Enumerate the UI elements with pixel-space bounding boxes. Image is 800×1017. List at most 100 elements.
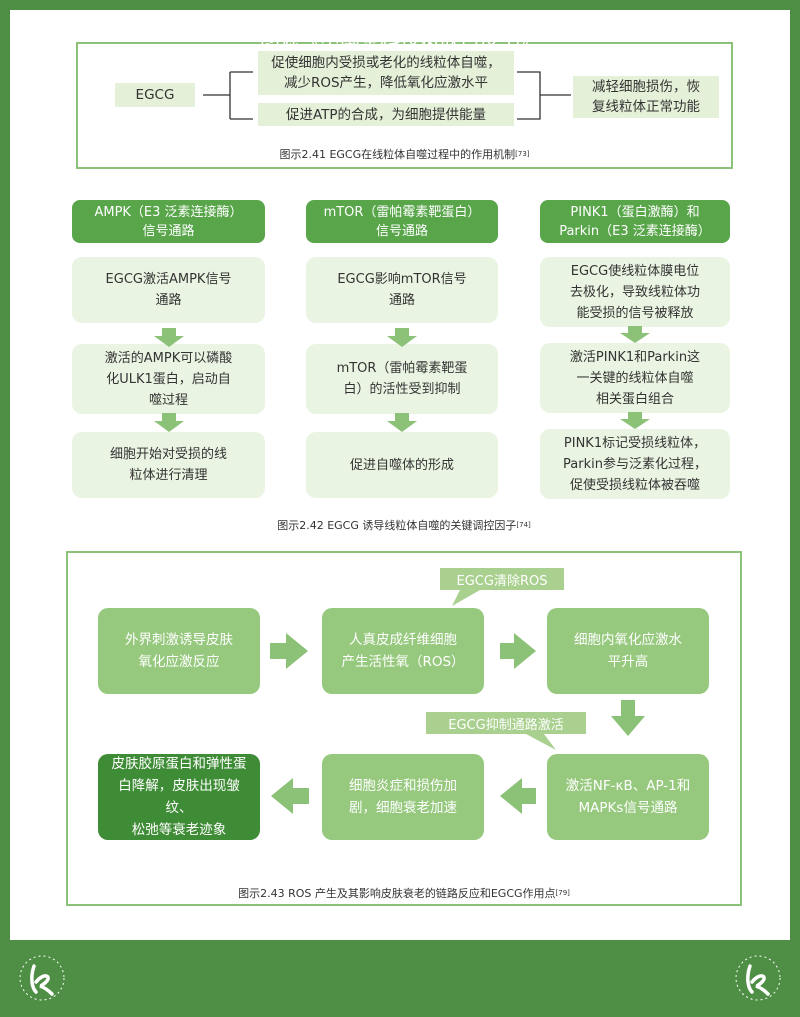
flow-line: 氧化应激反应	[138, 654, 220, 670]
step-line: PINK1标记受损线粒体，	[563, 435, 707, 451]
down-arrow-icon	[611, 700, 645, 736]
ampk-step-2: 激活的AMPK可以磷酸 化ULK1蛋白，启动自 噬过程	[72, 344, 265, 414]
callout-mid-shape	[426, 712, 586, 750]
down-arrow-icon	[620, 412, 650, 429]
down-arrow-icon	[387, 413, 417, 432]
fig42-caption-text: 图示2.42 EGCG 诱导线粒体自噬的关键调控因子	[277, 519, 517, 532]
flow-line: 激活NF-κB、AP-1和	[565, 778, 691, 794]
step-line: 去极化，导致线粒体功	[569, 284, 700, 300]
flow-box-oxidative-stress: 细胞内氧化应激水 平升高	[547, 608, 709, 694]
col-header-line2: 信号通路	[375, 223, 428, 239]
flow-line: 松弛等衰老迹象	[131, 822, 227, 838]
down-arrow-icon	[154, 413, 184, 432]
flow-box-skin-aging: 皮肤胶原蛋白和弹性蛋 白降解，皮肤出现皱纹、 松弛等衰老迹象	[98, 754, 260, 840]
result-box: 减轻细胞损伤，恢 复线粒体正常功能	[573, 76, 719, 118]
step-line: 细胞开始对受损的线	[109, 447, 227, 462]
flow-line: 剧，细胞衰老加速	[349, 800, 457, 816]
flow-line: 皮肤胶原蛋白和弹性蛋	[111, 756, 247, 772]
fig43-caption-text: 图示2.43 ROS 产生及其影响皮肤衰老的链路反应和EGCG作用点	[238, 887, 556, 900]
col-header-line1: mTOR（雷帕霉素靶蛋白）	[323, 204, 481, 220]
fig41-caption-ref: [73]	[515, 150, 530, 158]
step-line: 噬过程	[148, 392, 188, 408]
step-line: 通路	[155, 293, 182, 308]
fig43-arrows	[270, 633, 645, 814]
ampk-step-1: EGCG激活AMPK信号 通路	[72, 257, 265, 323]
mtor-step-3: 促进自噬体的形成	[306, 432, 498, 498]
left-arrow-icon	[500, 778, 536, 814]
step-line: 激活PINK1和Parkin这	[569, 349, 701, 365]
fig41-caption-text: 图示2.41 EGCG在线粒体自噬过程中的作用机制	[279, 148, 516, 161]
callout-egcg-inhibit: EGCG抑制通路激活	[448, 717, 564, 733]
flow-box-ros-production: 人真皮成纤维细胞 产生活性氧（ROS）	[322, 608, 484, 694]
step-line: Parkin参与泛素化过程，	[563, 456, 707, 472]
brand-logo-icon	[19, 955, 65, 1001]
step-line: mTOR（雷帕霉素靶蛋	[336, 361, 468, 376]
result-line1: 减轻细胞损伤，恢	[592, 79, 700, 95]
mechanism-top-line1: 促使细胞内受损或老化的线粒体自噬，	[271, 55, 501, 71]
right-bracket	[517, 71, 571, 120]
pink1-step-2: 激活PINK1和Parkin这 一关键的线粒体自噬 相关蛋白组合	[540, 343, 730, 413]
flow-box-inflammation: 细胞炎症和损伤加 剧，细胞衰老加速	[322, 754, 484, 840]
flow-line: 人真皮成纤维细胞	[349, 632, 457, 648]
brand-logo-icon	[735, 955, 781, 1001]
flow-box-external-stimulus: 外界刺激诱导皮肤 氧化应激反应	[98, 608, 260, 694]
egcg-label: EGCG	[115, 83, 195, 107]
fig41-caption: 图示2.41 EGCG在线粒体自噬过程中的作用机制[73]	[76, 146, 733, 162]
right-arrow-icon	[500, 633, 536, 669]
flow-line: 细胞内氧化应激水	[574, 632, 682, 648]
step-line: 粒体进行清理	[129, 468, 208, 483]
down-arrow-icon	[620, 326, 650, 343]
flow-line: 白降解，皮肤出现皱纹、	[118, 778, 240, 816]
fig42-caption-ref: [74]	[516, 521, 531, 529]
fig42-caption: 图示2.42 EGCG 诱导线粒体自噬的关键调控因子[74]	[66, 517, 742, 533]
callout-egcg-clear-ros: EGCG清除ROS	[456, 573, 548, 589]
flow-line: 外界刺激诱导皮肤	[125, 632, 233, 648]
mechanism-top-box: 促使细胞内受损或老化的线粒体自噬， 减少ROS产生，降低氧化应激水平	[258, 51, 514, 95]
right-arrow-icon	[270, 633, 308, 669]
step-line: 化ULK1蛋白，启动自	[106, 371, 231, 387]
down-arrow-icon	[154, 328, 184, 347]
step-line: EGCG影响mTOR信号	[337, 272, 467, 287]
step-line: 白）的活性受到抑制	[343, 382, 461, 397]
pink1-step-3: PINK1标记受损线粒体， Parkin参与泛素化过程， 促使受损线粒体被吞噬	[540, 429, 730, 499]
step-line: 激活的AMPK可以磷酸	[104, 350, 233, 366]
mtor-step-2: mTOR（雷帕霉素靶蛋 白）的活性受到抑制	[306, 344, 498, 414]
flow-line: 细胞炎症和损伤加	[349, 778, 457, 794]
step-line: EGCG激活AMPK信号	[105, 272, 232, 287]
col-header-line2: Parkin（E3 泛素连接酶）	[559, 223, 711, 239]
footer-source: 图源《中国茶科技嫩肤白皮书》	[260, 28, 540, 52]
result-line2: 复线粒体正常功能	[592, 99, 700, 115]
ampk-step-3: 细胞开始对受损的线 粒体进行清理	[72, 432, 265, 498]
fig43-caption: 图示2.43 ROS 产生及其影响皮肤衰老的链路反应和EGCG作用点[79]	[66, 885, 742, 901]
col-header-line2: 信号通路	[142, 223, 195, 239]
flow-line: 平升高	[607, 654, 649, 670]
step-line: 促进自噬体的形成	[349, 457, 454, 473]
col-header-pink1: PINK1（蛋白激酶）和 Parkin（E3 泛素连接酶）	[540, 200, 730, 243]
step-line: 能受损的信号被释放	[576, 305, 694, 321]
flow-line: MAPKs信号通路	[578, 800, 678, 816]
fig42-arrows	[154, 326, 650, 432]
mtor-step-1: EGCG影响mTOR信号 通路	[306, 257, 498, 323]
flow-line: 产生活性氧（ROS）	[341, 654, 465, 670]
col-header-ampk: AMPK（E3 泛素连接酶） 信号通路	[72, 200, 265, 243]
fig41-brackets	[203, 71, 571, 120]
down-arrow-icon	[387, 328, 417, 347]
step-line: 通路	[388, 293, 415, 308]
fig43-caption-ref: [79]	[555, 889, 570, 897]
col-header-line1: PINK1（蛋白激酶）和	[570, 204, 700, 220]
callout-top-shape	[440, 568, 564, 606]
col-header-line1: AMPK（E3 泛素连接酶）	[94, 204, 243, 220]
flow-box-signal-pathways: 激活NF-κB、AP-1和 MAPKs信号通路	[547, 754, 709, 840]
step-line: 促使受损线粒体被吞噬	[569, 477, 700, 493]
left-arrow-icon	[271, 778, 309, 814]
pink1-step-1: EGCG使线粒体膜电位 去极化，导致线粒体功 能受损的信号被释放	[540, 257, 730, 327]
footer-bar	[0, 940, 800, 1017]
step-line: EGCG使线粒体膜电位	[570, 263, 700, 279]
step-line: 相关蛋白组合	[595, 391, 674, 407]
col-header-mtor: mTOR（雷帕霉素靶蛋白） 信号通路	[306, 200, 498, 243]
step-line: 一关键的线粒体自噬	[576, 370, 694, 386]
left-bracket	[203, 71, 253, 120]
mechanism-top-line2: 减少ROS产生，降低氧化应激水平	[283, 75, 489, 91]
mechanism-bottom-box: 促进ATP的合成，为细胞提供能量	[258, 103, 514, 126]
